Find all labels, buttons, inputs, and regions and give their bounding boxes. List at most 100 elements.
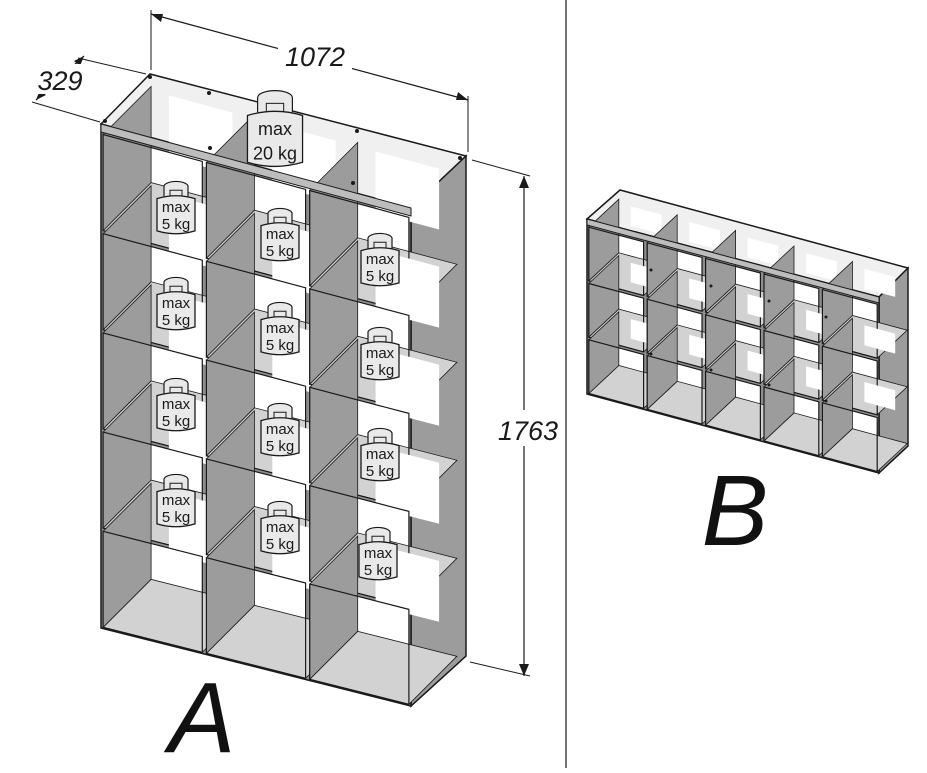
cell-outline bbox=[704, 370, 762, 441]
weight-label-max: max bbox=[366, 251, 395, 268]
weight-label-capacity: 5 kg bbox=[366, 268, 394, 285]
arrowhead bbox=[456, 92, 468, 100]
weight-body bbox=[360, 247, 400, 287]
screw-dot bbox=[351, 181, 355, 185]
cell-outline bbox=[821, 402, 878, 473]
label-backdrop bbox=[36, 64, 86, 94]
cell-outline bbox=[704, 257, 762, 328]
width-value: 1072 bbox=[285, 42, 345, 72]
arrowhead bbox=[36, 90, 46, 100]
cell-outline bbox=[646, 242, 703, 312]
shelf-a-side-panel bbox=[410, 154, 467, 708]
weight-body bbox=[260, 316, 300, 356]
weight-label-capacity: 5 kg bbox=[162, 413, 190, 430]
extension-line bbox=[77, 57, 147, 75]
arrowhead bbox=[519, 176, 529, 188]
weight-body bbox=[260, 222, 300, 262]
arrowhead bbox=[74, 56, 84, 66]
weight-label-capacity: 5 kg bbox=[162, 509, 190, 526]
screw-dot bbox=[148, 75, 152, 79]
cell-back-opening bbox=[630, 206, 662, 235]
cell-outline bbox=[704, 314, 762, 385]
weight-label-capacity: 5 kg bbox=[162, 216, 190, 233]
weight-icon: max 20 kg bbox=[246, 89, 304, 168]
cell-outline bbox=[588, 226, 645, 297]
weight-label-max: max bbox=[162, 199, 191, 216]
cell-outline bbox=[821, 288, 878, 359]
weight-body bbox=[156, 195, 196, 235]
variant-a-label: A bbox=[164, 662, 236, 768]
weight-label-capacity: 20 kg bbox=[253, 143, 297, 163]
cell-back-opening bbox=[689, 222, 720, 250]
weight-body bbox=[260, 515, 300, 555]
weight-body bbox=[360, 341, 400, 381]
weight-label-capacity: 5 kg bbox=[366, 362, 394, 379]
cell-outline bbox=[646, 354, 703, 425]
extension-line bbox=[471, 159, 531, 177]
cell-outline bbox=[646, 298, 703, 369]
weight-body bbox=[156, 488, 196, 528]
shelf-b-cells bbox=[587, 198, 909, 473]
screw-dot bbox=[103, 119, 107, 123]
weight-body bbox=[358, 541, 398, 581]
screw-dot bbox=[355, 129, 359, 133]
weight-label-max: max bbox=[162, 295, 191, 312]
label-backdrop bbox=[278, 38, 352, 72]
cell-outline bbox=[588, 339, 645, 410]
weight-body bbox=[246, 110, 304, 168]
cell-back-opening bbox=[747, 237, 779, 266]
weight-label-capacity: 5 kg bbox=[266, 536, 294, 553]
weight-label-max: max bbox=[366, 446, 395, 463]
shelf-a-top-edge bbox=[100, 123, 412, 217]
arrowhead bbox=[151, 14, 163, 22]
cell-outline bbox=[588, 282, 645, 353]
weight-label-max: max bbox=[266, 421, 295, 438]
shelf-cell bbox=[821, 373, 908, 473]
extension-line bbox=[469, 661, 531, 677]
shelf-unit-a bbox=[99, 73, 468, 708]
cell-back-opening bbox=[806, 253, 837, 282]
cell-outline bbox=[102, 530, 203, 654]
cell-back-opening bbox=[864, 268, 896, 297]
weight-body bbox=[156, 291, 196, 331]
cell-back-opening bbox=[864, 325, 896, 354]
screw-dot bbox=[824, 399, 828, 403]
screw-dot bbox=[649, 268, 653, 272]
cell-outline bbox=[763, 386, 820, 457]
cell-outline bbox=[763, 273, 820, 344]
height-value: 1763 bbox=[498, 416, 558, 446]
weight-label-max: max bbox=[266, 519, 295, 536]
weight-label-capacity: 5 kg bbox=[266, 438, 294, 455]
weight-label-capacity: 5 kg bbox=[366, 463, 394, 480]
cell-outline bbox=[205, 556, 307, 680]
screw-dot bbox=[767, 299, 771, 303]
weight-label-max: max bbox=[258, 119, 292, 139]
width-dimension: 1072 bbox=[150, 10, 469, 152]
extension-line bbox=[31, 101, 101, 123]
weight-label-max: max bbox=[266, 226, 295, 243]
weight-label-max: max bbox=[162, 492, 191, 509]
shelf-cell bbox=[308, 535, 458, 706]
screw-dot bbox=[709, 368, 713, 372]
label-backdrop bbox=[496, 410, 560, 446]
depth-dimension: 329 bbox=[31, 55, 147, 123]
weight-label-capacity: 5 kg bbox=[364, 562, 392, 579]
screw-dot bbox=[767, 383, 771, 387]
variant-b-label: B bbox=[702, 455, 769, 567]
shelf-b-top-edge bbox=[586, 218, 880, 304]
weight-label-max: max bbox=[364, 545, 393, 562]
weight-body bbox=[260, 417, 300, 457]
screw-dot bbox=[208, 146, 212, 150]
